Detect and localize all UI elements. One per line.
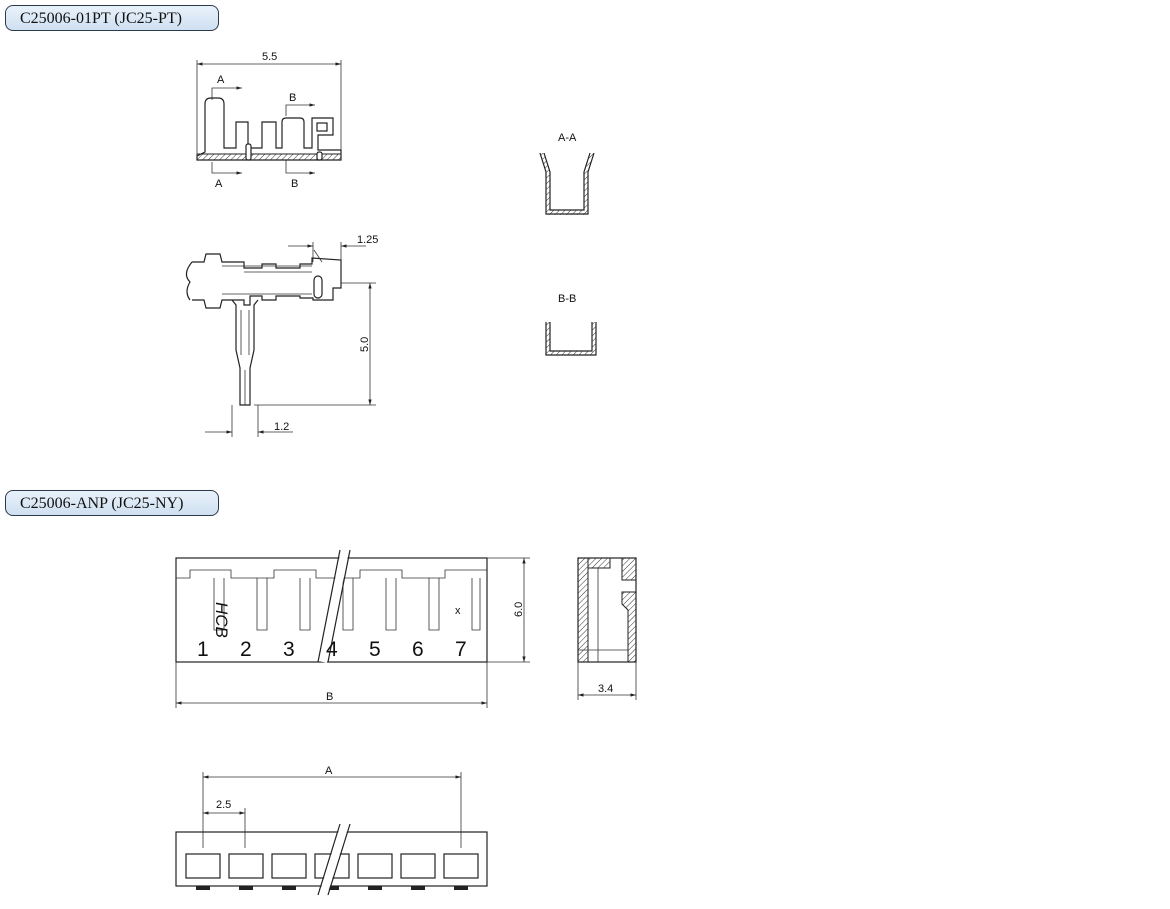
housing-title-badge: C25006-ANP (JC25-NY) (5, 490, 219, 516)
bottom-foot-6 (411, 886, 425, 890)
bottom-window-6 (400, 853, 436, 879)
bottom-foot-4 (325, 886, 339, 890)
bottom-windows (185, 853, 479, 890)
pin-number-labels: 1 2 3 4 5 6 7 (197, 638, 467, 661)
bottom-window-2 (228, 853, 264, 879)
section-a-top: A (217, 74, 225, 86)
housing-side-view: 3.4 (577, 557, 637, 700)
terminal-top-view: 1.25 5.0 1.2 (185, 234, 378, 437)
view-bb-label: B-B (558, 293, 576, 305)
dim-pin-label: 1.2 (274, 421, 289, 433)
housing-dim-b-label: B (326, 691, 333, 703)
housing-bottom-view: A 2.5 (175, 765, 488, 897)
bottom-foot-3 (282, 886, 296, 890)
dim-length-label: 5.5 (262, 51, 277, 63)
section-b-top: B (289, 92, 296, 104)
terminal-side-view: 5.5 A B A B (196, 51, 342, 190)
dim-tip-label: 1.25 (357, 234, 378, 246)
bottom-window-5 (357, 853, 393, 879)
bottom-window-1 (185, 853, 221, 879)
bottom-window-3 (271, 853, 307, 879)
section-b-bottom: B (291, 178, 298, 190)
housing-dim-height-label: 6.0 (513, 602, 525, 617)
bottom-foot-2 (239, 886, 253, 890)
section-aa-view: A-A (539, 132, 595, 215)
pin-number-4: 4 (326, 638, 338, 661)
pin-number-5: 5 (369, 638, 381, 661)
housing-dim-pitch-label: 2.5 (216, 799, 231, 811)
housing-front-view: HCB x 1 2 3 4 5 6 7 6.0 B (175, 549, 530, 708)
bottom-foot-5 (368, 886, 382, 890)
bottom-window-7 (443, 853, 479, 879)
dim-height-label: 5.0 (359, 337, 371, 352)
pin-number-7: 7 (455, 638, 467, 661)
housing-x-mark: x (455, 605, 461, 617)
view-aa-label: A-A (558, 132, 577, 144)
terminal-title-badge: C25006-01PT (JC25-PT) (5, 5, 219, 31)
bottom-foot-7 (454, 886, 468, 890)
section-a-bottom: A (215, 178, 223, 190)
housing-dim-depth-label: 3.4 (598, 683, 613, 695)
housing-logo: HCB (212, 602, 231, 638)
section-bb-view: B-B (545, 293, 597, 356)
pin-number-3: 3 (283, 638, 295, 661)
bottom-foot-1 (196, 886, 210, 890)
pin-number-6: 6 (412, 638, 424, 661)
pin-number-1: 1 (197, 638, 209, 661)
housing-dim-a-label: A (325, 765, 333, 777)
pin-number-2: 2 (240, 638, 252, 661)
